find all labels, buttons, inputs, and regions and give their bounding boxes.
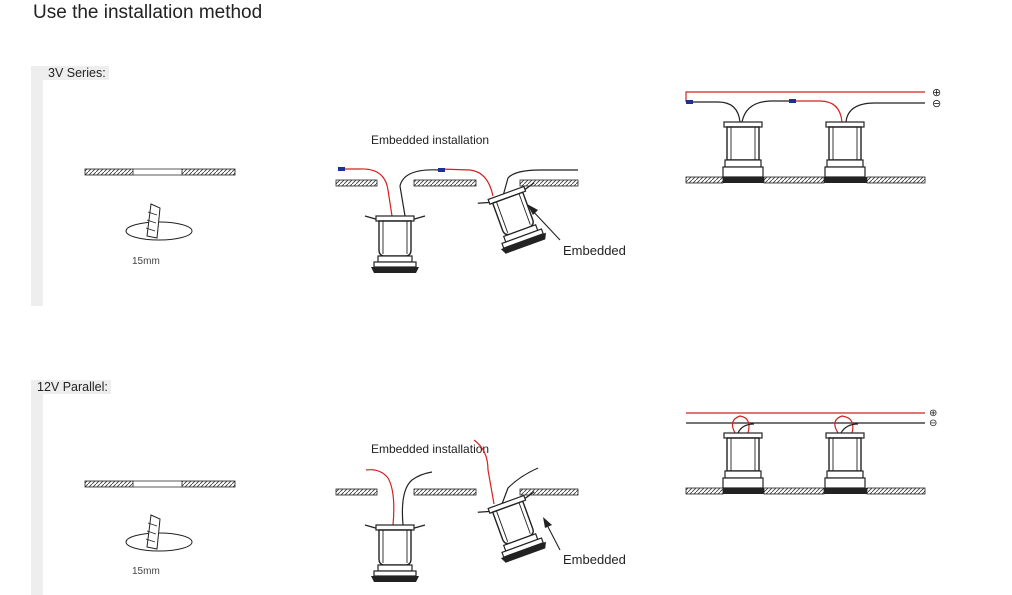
hole-size-label: 15mm: [132, 566, 160, 577]
lamp-mounted-series-1: [716, 121, 770, 184]
section-bar-series: [31, 66, 43, 306]
embedded-arrow-label: Embedded: [563, 552, 626, 567]
embedded-caption: Embedded installation: [371, 442, 489, 456]
section-bar-parallel: [31, 380, 43, 595]
lamp-mounted-series-2: [818, 121, 872, 184]
polarity-plus: ⊕: [929, 408, 937, 419]
panel-embedded-series: [335, 179, 579, 187]
drill-icon: [125, 514, 193, 552]
hole-size-label: 15mm: [132, 256, 160, 267]
section-label-parallel: 12V Parallel:: [33, 380, 111, 394]
polarity-plus: ⊕: [932, 87, 941, 99]
wires-finished-parallel: [686, 412, 925, 434]
wires-embedded-series: [338, 167, 578, 217]
wires-finished-series: [685, 91, 925, 123]
lamp-mounted-parallel-1: [716, 432, 770, 495]
lamp-tilted-parallel: [478, 492, 554, 566]
polarity-minus: ⊖: [929, 418, 937, 429]
section-label-series: 3V Series:: [36, 66, 109, 80]
lamp-mounted-parallel-2: [818, 432, 872, 495]
embedded-arrow: [527, 204, 561, 241]
embedded-arrow-label: Embedded: [563, 243, 626, 258]
panel-with-hole-parallel: [84, 480, 236, 488]
wires-embedded-parallel: [365, 439, 539, 526]
embedded-arrow: [543, 517, 561, 551]
polarity-minus: ⊖: [932, 98, 941, 110]
panel-finished-parallel: [685, 487, 926, 495]
page-title: Use the installation method: [33, 2, 263, 23]
lamp-hanging-series: [365, 216, 425, 273]
panel-finished-series: [685, 176, 926, 184]
embedded-caption: Embedded installation: [371, 133, 489, 147]
lamp-tilted-series: [478, 183, 554, 257]
panel-embedded-parallel: [335, 488, 579, 496]
lamp-hanging-parallel: [365, 525, 425, 582]
drill-icon: [125, 203, 193, 241]
panel-with-hole-series: [84, 168, 236, 176]
